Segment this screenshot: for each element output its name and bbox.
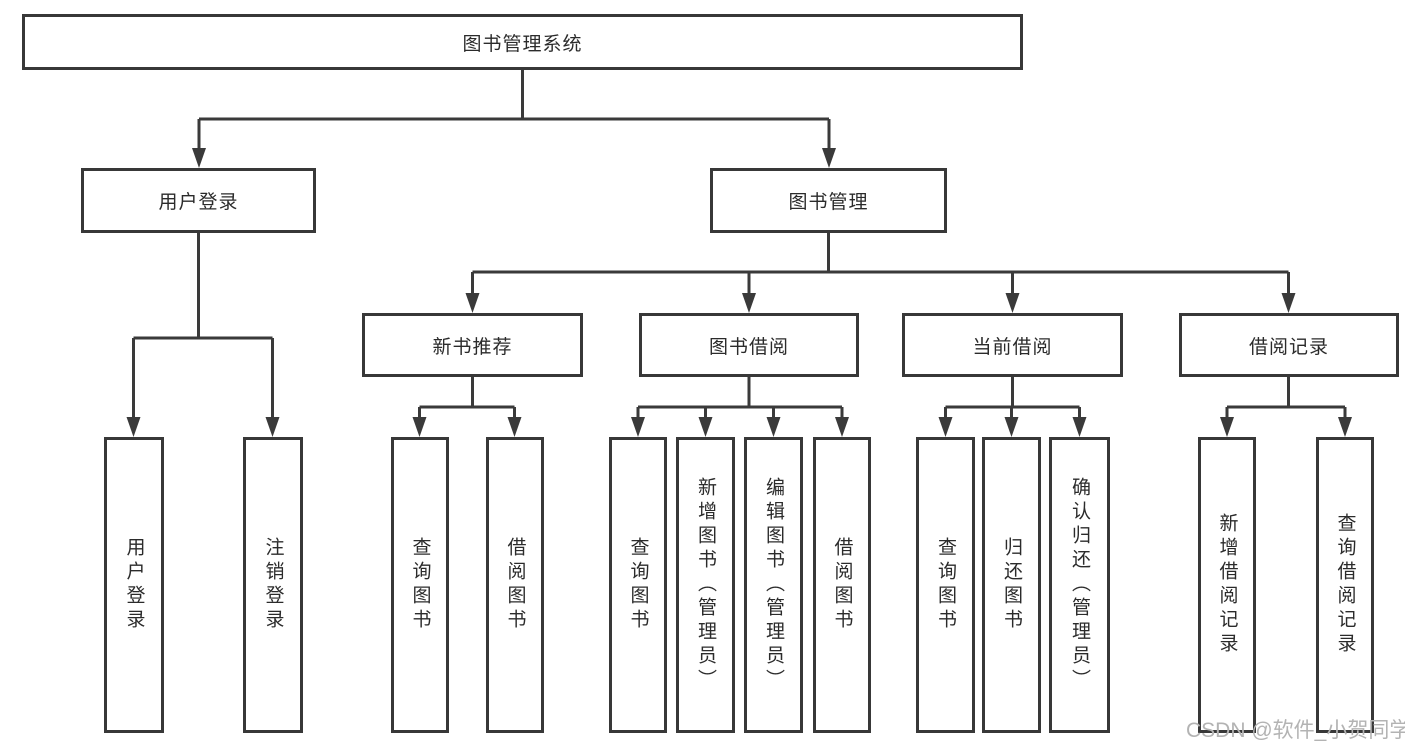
connector-current-borrow-to-leaves [938,375,1087,437]
leaf-nb-query-books: 查询图书 [391,437,449,733]
node-borrowing-records: 借阅记录 [1179,313,1399,377]
leaf-bb-add-books-admin: 新增图书（管理员） [676,437,735,733]
leaf-br-query-record: 查询借阅记录 [1316,437,1374,733]
node-current-borrowing: 当前借阅 [902,313,1123,377]
leaf-bb-borrow-books: 借阅图书 [813,437,871,733]
leaf-bb-edit-books-admin: 编辑图书（管理员） [744,437,803,733]
node-new-book-recommendation: 新书推荐 [362,313,583,377]
connector-root-to-level1 [192,68,836,168]
connector-new-books-to-leaves [412,375,522,437]
leaf-br-add-record: 新增借阅记录 [1198,437,1256,733]
node-book-borrowing: 图书借阅 [639,313,859,377]
leaf-cb-return-books: 归还图书 [982,437,1041,733]
leaf-cb-query-books: 查询图书 [916,437,975,733]
watermark-text: CSDN @软件_小贺同学 [1186,719,1405,742]
leaf-bb-query-books: 查询图书 [609,437,667,733]
leaf-cb-confirm-return-admin: 确认归还（管理员） [1049,437,1110,733]
connector-book-mgmt-to-level2 [465,231,1296,313]
connector-borrow-records-to-leaves [1220,375,1352,437]
leaf-user-login: 用户登录 [104,437,164,733]
connector-book-borrow-to-leaves [631,375,849,437]
node-user-login: 用户登录 [81,168,316,233]
node-root: 图书管理系统 [22,14,1023,70]
leaf-nb-borrow-books: 借阅图书 [486,437,544,733]
node-book-management: 图书管理 [710,168,947,233]
leaf-logout: 注销登录 [243,437,303,733]
connector-user-login-to-leaves [126,231,280,437]
